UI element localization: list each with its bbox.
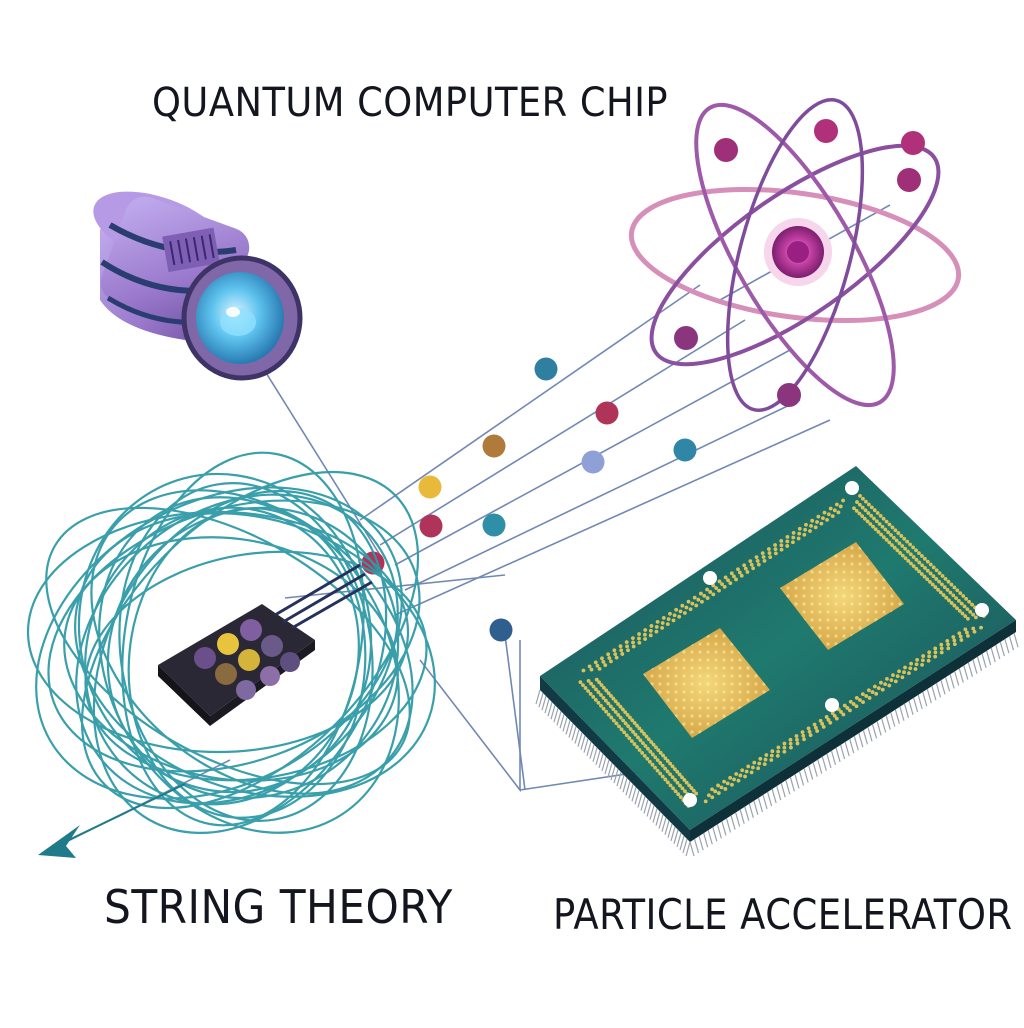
particle-dot bbox=[673, 438, 697, 462]
particle-dot bbox=[482, 513, 506, 537]
label-quantum-computer-chip: QUANTUM COMPUTER CHIP bbox=[152, 80, 669, 126]
sensor-chip-icon bbox=[158, 563, 373, 726]
particle-dot bbox=[489, 618, 513, 642]
particle-dot bbox=[419, 514, 443, 538]
particle-dot bbox=[482, 434, 506, 458]
label-particle-accelerator: PARTICLE ACCELERATOR bbox=[553, 890, 1013, 939]
quantum-cylinder-icon bbox=[93, 191, 303, 381]
particle-dot bbox=[534, 357, 558, 381]
string-theory-loops bbox=[26, 451, 436, 834]
arrow-icon bbox=[38, 783, 186, 858]
label-string-theory: STRING THEORY bbox=[104, 880, 453, 934]
particle-dots bbox=[361, 357, 697, 642]
particle-dot bbox=[595, 401, 619, 425]
atom-icon bbox=[628, 98, 962, 412]
particle-dot bbox=[581, 450, 605, 474]
particle-dot bbox=[418, 475, 442, 499]
circuit-chip-icon bbox=[535, 466, 1019, 857]
